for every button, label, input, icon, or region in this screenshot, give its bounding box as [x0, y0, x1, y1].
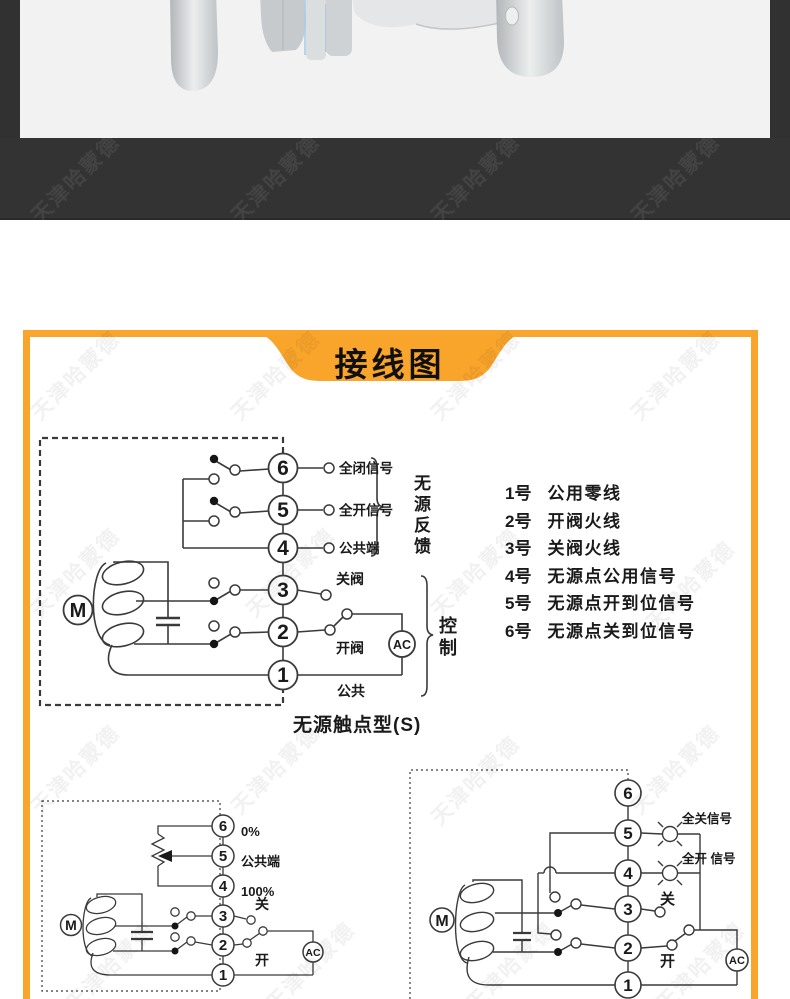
lamp-diagram-terminals: [429, 779, 749, 999]
terminal-no: 2号: [505, 511, 532, 531]
terminal-5: 5: [219, 848, 227, 865]
label-full-close-signal: 全闭信号: [338, 460, 393, 476]
label-open: 开: [660, 953, 675, 970]
terminal-3: 3: [277, 579, 289, 602]
terminal-desc: 关阀火线: [547, 539, 622, 558]
terminal-desc: 无源点公用信号: [547, 566, 677, 586]
label-open: 开: [255, 952, 269, 968]
terminal-desc: 无源点开到位信号: [547, 594, 696, 613]
terminal-definition-row: 6号 无源点关到位信号: [505, 617, 695, 645]
terminal-definition-row: 3号 关阀火线: [505, 534, 695, 562]
wiring-panel: [23, 330, 758, 999]
terminal-no: 5号: [505, 594, 532, 613]
potentiometer-arrow: [158, 850, 172, 862]
terminal-2: 2: [219, 937, 227, 954]
modulating-contact-dots: [171, 922, 179, 955]
terminal-2: 2: [623, 939, 632, 958]
terminal-definition-row: 5号 无源点开到位信号: [505, 589, 695, 617]
terminal-definition-list: 1号 公用零线 2号 开阀火线 3号 关阀火线 4号 无源点公用信号 5号 无源…: [505, 479, 695, 644]
lamp-rays: [657, 821, 683, 886]
label-passive-feedback: 无源反馈: [411, 474, 430, 558]
ac-source-label: AC: [305, 947, 321, 959]
ac-source-label: AC: [729, 955, 745, 967]
terminal-no: 6号: [505, 621, 532, 641]
motor-label: M: [65, 917, 77, 933]
main-diagram-terminals: [62, 452, 416, 691]
photo-backdrop-band: [0, 138, 790, 220]
modulating-contact-circles: [170, 907, 268, 948]
lamp-diagram-contact-circles: [549, 825, 695, 951]
label-full-open-signal: 全开 信号: [681, 851, 735, 866]
terminal-3: 3: [219, 908, 227, 925]
main-diagram-contact-dots: [209, 454, 219, 649]
main-diagram-lines: [38, 436, 434, 707]
panel-title: 接线图: [334, 346, 446, 383]
label-full-close-signal: 全关信号: [681, 811, 732, 826]
photo-right-edge: [770, 0, 790, 138]
label-common-terminal: 公共端: [241, 854, 280, 869]
label-common-terminal: 公共端: [339, 540, 380, 556]
valve-body-shapes: [170, 0, 564, 91]
terminal-definition-row: 1号 公用零线: [505, 479, 695, 507]
label-common: 公共: [337, 683, 365, 699]
terminal-desc: 无源点关到位信号: [547, 621, 696, 641]
modulating-terminals: [59, 814, 324, 987]
valve-product-image: [170, 0, 564, 91]
terminal-5: 5: [277, 499, 289, 522]
terminal-6: 6: [277, 457, 289, 480]
wiring-diagram-modulating: 6 5 4 3 2 1 M AC 0% 公共端 100% 关 开: [41, 800, 324, 992]
terminal-5: 5: [623, 824, 632, 843]
wiring-diagram-lamp-feedback: 6 5 4 3 2 1 M AC 全关信号 全开 信号 关 开: [409, 769, 749, 999]
lamp-diagram-lines: [409, 769, 738, 999]
label-close: 关: [660, 890, 675, 908]
terminal-4: 4: [277, 537, 289, 560]
diagram-caption: 无源触点型(S): [293, 715, 422, 736]
label-open-valve: 开阀: [336, 640, 364, 656]
product-photo-strip: [0, 0, 790, 138]
banner-ribbon-shape: [245, 330, 535, 381]
terminal-definition-row: 2号 开阀火线: [505, 507, 695, 535]
lamp-diagram-contact-dots: [554, 909, 562, 956]
label-control: 控制: [437, 616, 457, 660]
terminal-definition-row: 4号 无源点公用信号: [505, 562, 695, 590]
wiring-diagram-passive-contact: 6 5 4 3 2 1 M AC 全闭信号 全开信号 公共端 关阀 开阀 公共: [38, 436, 434, 707]
label-100-percent: 100%: [241, 884, 275, 899]
terminal-no: 4号: [505, 566, 532, 586]
label-close: 关: [255, 896, 269, 912]
label-0-percent: 0%: [241, 824, 260, 839]
motor-label: M: [435, 913, 448, 930]
terminal-1: 1: [219, 967, 227, 984]
motor-label: M: [70, 600, 87, 622]
terminal-6: 6: [623, 784, 632, 803]
terminal-1: 1: [623, 976, 632, 995]
terminal-3: 3: [623, 900, 632, 919]
label-close-valve: 关阀: [336, 571, 364, 587]
ac-source-label: AC: [393, 638, 411, 652]
photo-left-edge: [0, 0, 20, 138]
terminal-6: 6: [219, 818, 227, 835]
panel-title-banner: [245, 330, 535, 381]
terminal-desc: 公用零线: [547, 484, 622, 503]
terminal-4: 4: [219, 878, 228, 895]
terminal-2: 2: [277, 621, 289, 644]
terminal-1: 1: [277, 664, 289, 687]
main-diagram-contact-circles: [208, 462, 353, 638]
terminal-4: 4: [623, 864, 633, 883]
terminal-no: 3号: [505, 539, 532, 558]
label-full-open-signal: 全开信号: [338, 502, 393, 518]
terminal-desc: 开阀火线: [547, 511, 622, 531]
terminal-no: 1号: [505, 484, 532, 503]
